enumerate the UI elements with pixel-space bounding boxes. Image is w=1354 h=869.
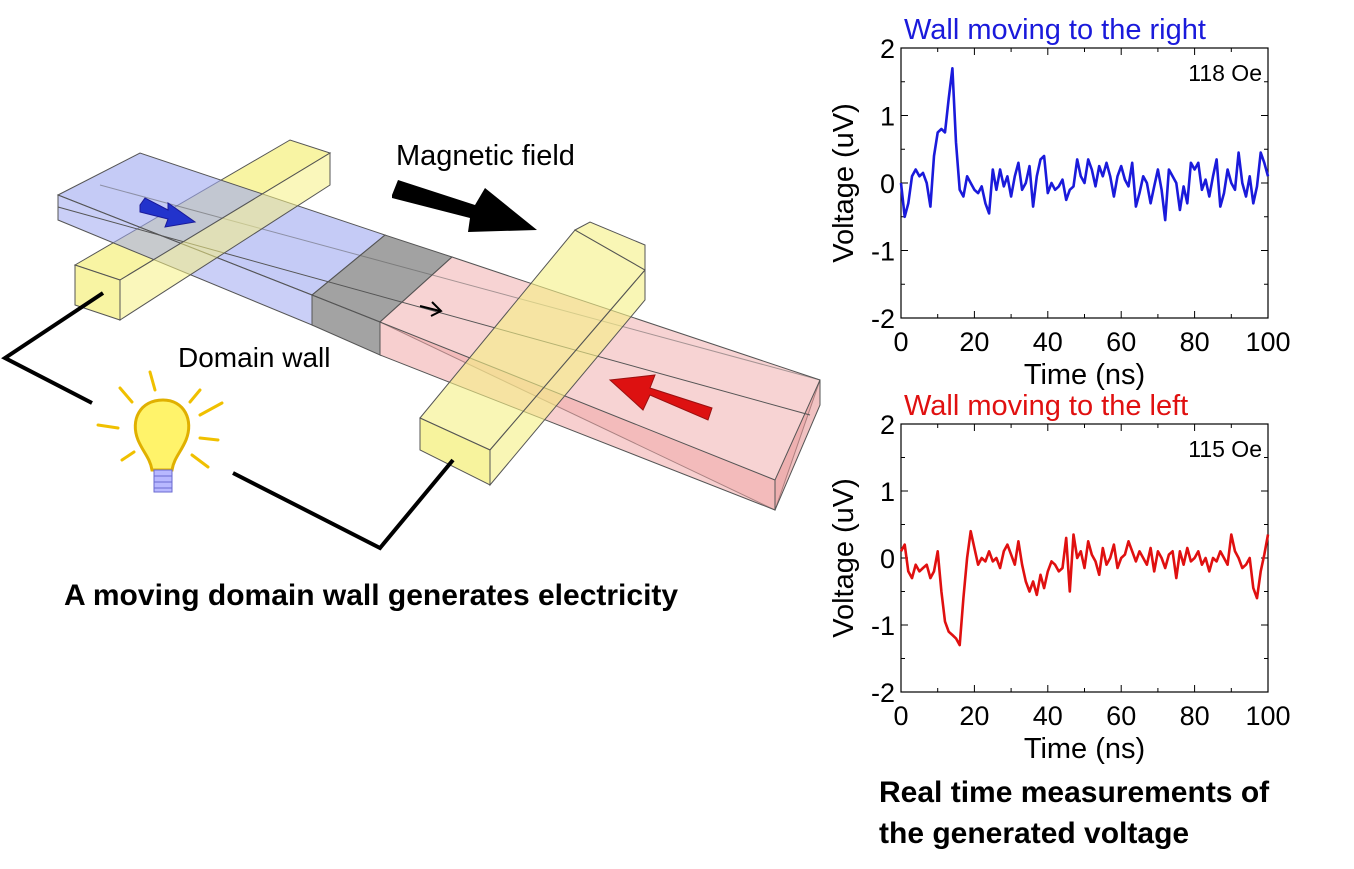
x-tick-label: 100: [1245, 701, 1290, 731]
magnetic-field-label: Magnetic field: [396, 140, 575, 172]
voltage-series-line: [899, 529, 1270, 647]
y-tick-label: 0: [880, 169, 895, 199]
chart-top-title: Wall moving to the right: [904, 14, 1206, 46]
y-tick-label: 1: [880, 477, 895, 507]
x-tick-label: 40: [1033, 327, 1063, 357]
x-tick-label: 20: [959, 701, 989, 731]
x-axis-label: Time (ns): [1024, 733, 1145, 765]
y-tick-label: -2: [871, 678, 895, 708]
y-tick-label: 0: [880, 544, 895, 574]
x-tick-label: 20: [959, 327, 989, 357]
y-axis-label: Voltage (uV): [828, 103, 860, 263]
y-tick-label: 2: [880, 410, 895, 440]
circuit-wire-bottom: [232, 458, 455, 551]
y-tick-label: 2: [880, 34, 895, 64]
field-annotation: 115 Oe: [1188, 436, 1262, 462]
domain-wall-label: Domain wall: [178, 342, 331, 373]
diagram-caption: A moving domain wall generates electrici…: [64, 579, 679, 612]
y-tick-label: -1: [871, 611, 895, 641]
x-tick-label: 0: [893, 327, 908, 357]
circuit-wire-left: [1, 291, 105, 405]
light-bulb-icon: [96, 370, 224, 493]
wall-motion-arrow: [419, 301, 443, 317]
magnetic-field-arrow: [392, 180, 537, 232]
charts-caption: Real time measurements of the generated …: [879, 772, 1269, 854]
x-tick-label: 80: [1180, 701, 1210, 731]
blue-magnetization-arrow: [139, 197, 197, 228]
x-tick-label: 80: [1180, 327, 1210, 357]
charts-caption-line1: Real time measurements of: [879, 776, 1270, 809]
x-tick-label: 100: [1245, 327, 1290, 357]
x-axis-label: Time (ns): [1024, 359, 1145, 391]
red-magnetization-arrow: [608, 374, 713, 421]
x-tick-label: 0: [893, 701, 908, 731]
y-tick-label: -1: [871, 237, 895, 267]
x-tick-label: 60: [1106, 701, 1136, 731]
y-tick-label: -2: [871, 304, 895, 334]
field-annotation: 118 Oe: [1188, 60, 1262, 86]
voltage-series-line: [899, 67, 1270, 222]
charts-caption-line2: the generated voltage: [879, 817, 1190, 850]
y-axis-label: Voltage (uV): [828, 478, 860, 638]
x-tick-label: 60: [1106, 327, 1136, 357]
y-tick-label: 1: [880, 102, 895, 132]
x-tick-label: 40: [1033, 701, 1063, 731]
chart-bottom-title: Wall moving to the left: [904, 390, 1189, 422]
